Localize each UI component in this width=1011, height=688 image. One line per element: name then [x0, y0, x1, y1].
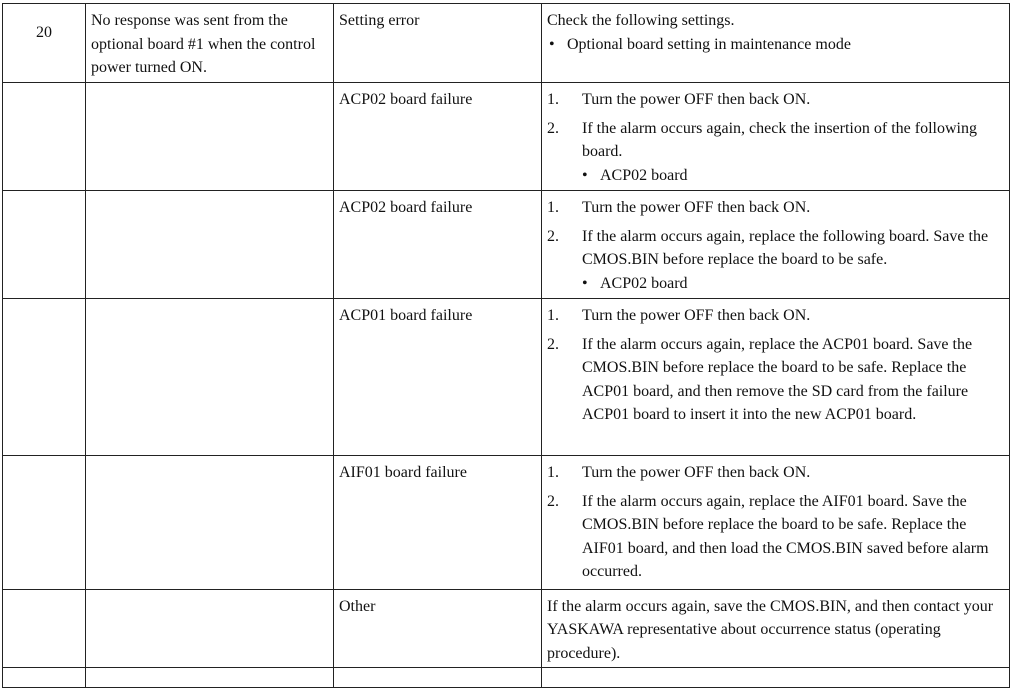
table-row: ACP01 board failure 1. Turn the power OFF… — [2, 298, 1010, 456]
step-text: If the alarm occurs again, check the ins… — [582, 119, 977, 161]
alarm-description — [85, 190, 334, 299]
table-row: 20 No response was sent from the optiona… — [2, 3, 1010, 83]
remedy — [541, 666, 1010, 688]
alarm-description — [85, 455, 334, 590]
step-text: If the alarm occurs again, replace the f… — [582, 227, 989, 269]
alarm-description — [85, 666, 334, 688]
table-row: AIF01 board failure 1. Turn the power OFF… — [2, 455, 1010, 590]
remedy: If the alarm occurs again, save the CMOS… — [541, 588, 1010, 668]
step-number: 1. — [547, 91, 559, 108]
alarm-description — [85, 298, 334, 456]
step-number: 1. — [547, 199, 559, 216]
sub-bullet: ACP02 board — [600, 166, 688, 184]
alarm-number — [2, 455, 86, 590]
cause: Setting error — [333, 3, 542, 83]
step-text: Turn the power OFF then back ON. — [582, 91, 811, 108]
step-number: 2. — [547, 227, 559, 245]
table-row — [2, 666, 1010, 688]
step-number: 2. — [547, 492, 559, 510]
step-text: Turn the power OFF then back ON. — [582, 307, 811, 324]
table-row: Other If the alarm occurs again, save th… — [2, 588, 1010, 668]
cause: ACP01 board failure — [333, 298, 542, 456]
remedy-intro: Check the following settings. — [547, 12, 735, 29]
remedy: 1. Turn the power OFF then back ON. 2. If … — [541, 298, 1010, 456]
alarm-table: 20 No response was sent from the optiona… — [2, 3, 1010, 688]
alarm-description — [85, 82, 334, 191]
step-number: 2. — [547, 119, 559, 137]
alarm-number — [2, 666, 86, 688]
step-text: If the alarm occurs again, replace the A… — [582, 492, 989, 581]
bullet-icon: • — [582, 274, 588, 292]
step-text: If the alarm occurs again, replace the A… — [582, 335, 973, 424]
remedy-bullet: Optional board setting in maintenance mo… — [567, 35, 851, 53]
cause: AIF01 board failure — [333, 455, 542, 590]
cause: ACP02 board failure — [333, 82, 542, 191]
alarm-description — [85, 588, 334, 668]
alarm-description: No response was sent from the optional b… — [85, 3, 334, 83]
sub-bullet: ACP02 board — [600, 274, 688, 292]
remedy: 1. Turn the power OFF then back ON. 2. If … — [541, 455, 1010, 590]
alarm-number — [2, 298, 86, 456]
table-row: ACP02 board failure 1. Turn the power OFF… — [2, 82, 1010, 191]
step-number: 1. — [547, 307, 559, 324]
alarm-number — [2, 82, 86, 191]
cause: Other — [333, 588, 542, 668]
bullet-icon: • — [549, 35, 555, 53]
remedy: Check the following settings. • Optional … — [541, 3, 1010, 83]
table-row: ACP02 board failure 1. Turn the power OFF… — [2, 190, 1010, 299]
step-number: 1. — [547, 464, 559, 481]
cause — [333, 666, 542, 688]
remedy: 1. Turn the power OFF then back ON. 2. If … — [541, 190, 1010, 299]
alarm-number — [2, 588, 86, 668]
cause: ACP02 board failure — [333, 190, 542, 299]
alarm-number: 20 — [2, 3, 86, 83]
step-text: Turn the power OFF then back ON. — [582, 464, 811, 481]
remedy: 1. Turn the power OFF then back ON. 2. If … — [541, 82, 1010, 191]
alarm-number — [2, 190, 86, 299]
bullet-icon: • — [582, 166, 588, 184]
step-number: 2. — [547, 335, 559, 353]
step-text: Turn the power OFF then back ON. — [582, 199, 811, 216]
